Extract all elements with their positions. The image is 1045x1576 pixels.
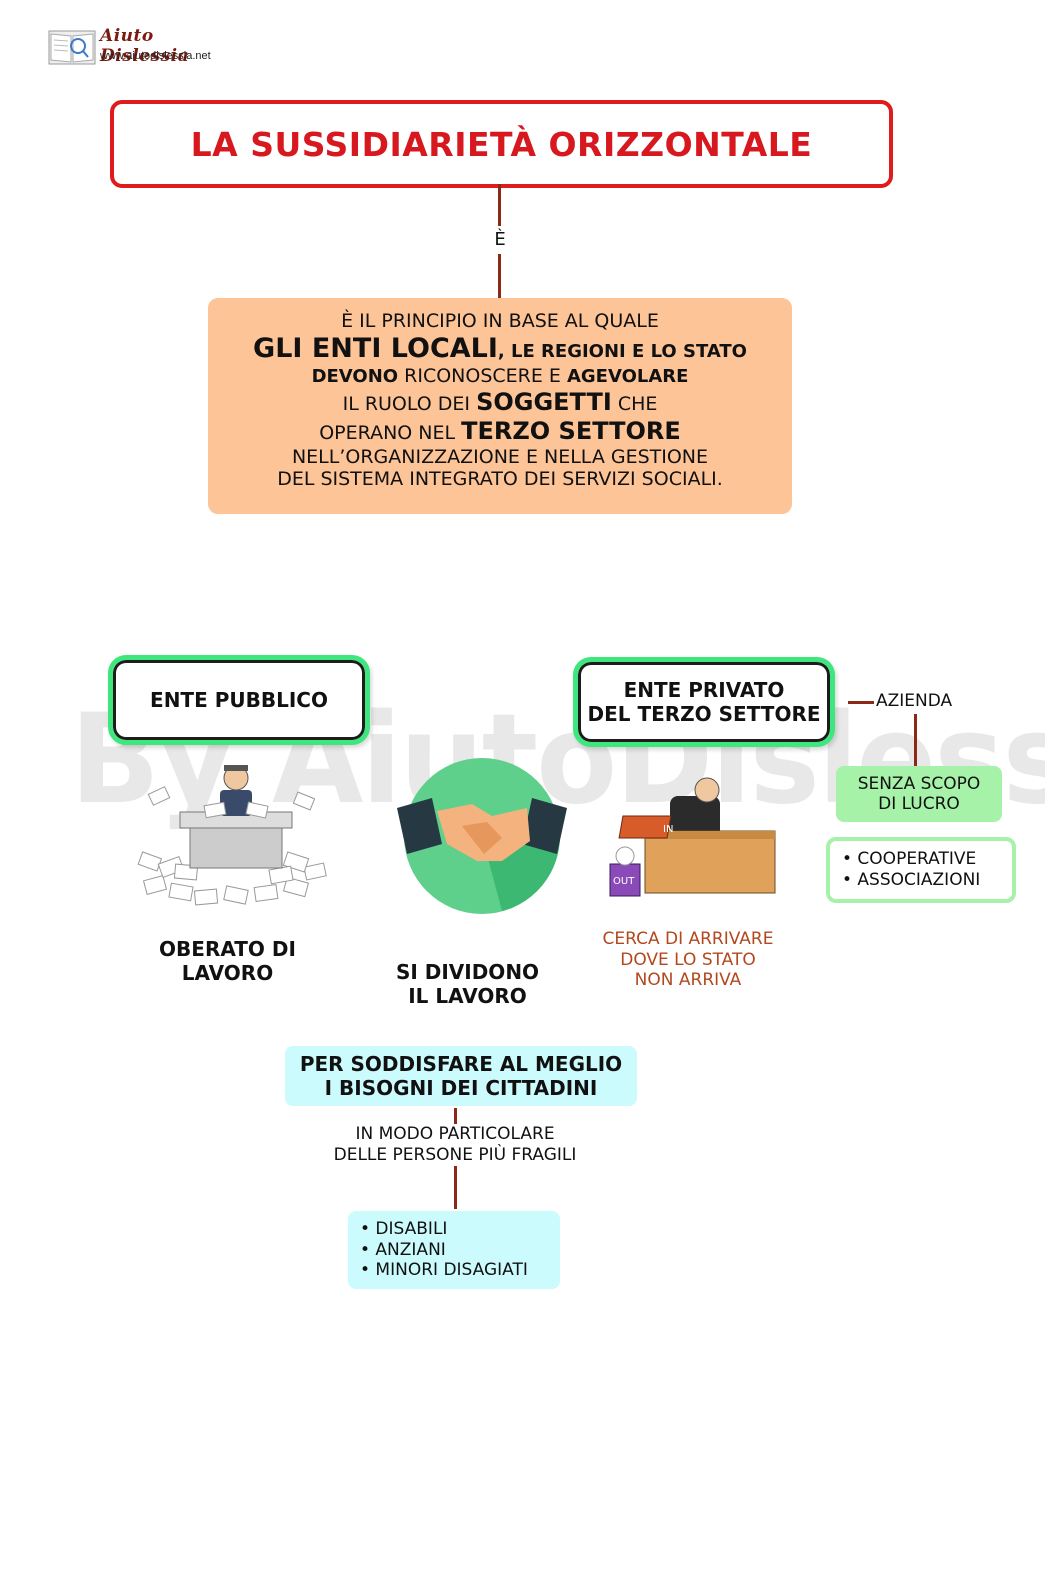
definition-text: IL RUOLO DEI bbox=[342, 392, 477, 415]
caption-line: SI DIVIDONO bbox=[395, 960, 540, 984]
definition-line: DEVONO RICONOSCERE E AGEVOLARE bbox=[208, 365, 792, 388]
ente-pubblico-caption: OBERATO DI LAVORO bbox=[140, 937, 315, 985]
definition-line: OPERANO NEL TERZO SETTORE bbox=[208, 417, 792, 446]
out-tray-label: OUT bbox=[613, 876, 635, 887]
relaxed-manager-illustration: IN OUT bbox=[609, 777, 776, 897]
connector-line bbox=[848, 701, 874, 704]
share-work-caption: SI DIVIDONO IL LAVORO bbox=[375, 960, 560, 1008]
definition-emphasis: GLI ENTI LOCALI bbox=[253, 332, 498, 364]
list-item: • DISABILI bbox=[360, 1218, 448, 1239]
definition-line: IL RUOLO DEI SOGGETTI CHE bbox=[208, 388, 792, 417]
caption-line: IL LAVORO bbox=[408, 984, 527, 1008]
site-url: www.aiutodislessia.net bbox=[100, 50, 211, 62]
definition-text: OPERANO NEL bbox=[319, 421, 462, 444]
handshake-icon bbox=[397, 758, 567, 914]
page-title: LA SUSSIDIARIETÀ ORIZZONTALE bbox=[190, 124, 813, 164]
caption-line: OBERATO DI bbox=[159, 937, 296, 961]
caption-line: DOVE LO STATO bbox=[620, 949, 756, 970]
ente-pubblico-label: ENTE PUBBLICO bbox=[150, 688, 328, 712]
connector-line bbox=[498, 254, 501, 298]
list-item: • ASSOCIAZIONI bbox=[842, 870, 981, 890]
non-profit-text: SENZA SCOPO bbox=[857, 773, 981, 794]
connector-line bbox=[454, 1108, 457, 1124]
ente-privato-label: ENTE PRIVATO bbox=[623, 678, 785, 702]
site-logo[interactable]: Aiuto Dislessia www.aiutodislessia.net bbox=[48, 26, 233, 68]
definition-text: RICONOSCERE E bbox=[398, 365, 567, 388]
connector-label: È bbox=[494, 229, 506, 250]
note-line: IN MODO PARTICOLARE bbox=[355, 1124, 555, 1144]
caption-line: NON ARRIVA bbox=[634, 970, 742, 991]
connector-line bbox=[914, 714, 917, 766]
connector-line bbox=[454, 1166, 457, 1209]
open-book-icon bbox=[48, 30, 96, 65]
ente-privato-box: ENTE PRIVATO DEL TERZO SETTORE bbox=[573, 657, 835, 747]
caption-line: CERCA DI ARRIVARE bbox=[602, 929, 774, 949]
note-line: DELLE PERSONE PIÙ FRAGILI bbox=[333, 1144, 577, 1165]
fragile-people-note: IN MODO PARTICOLARE DELLE PERSONE PIÙ FR… bbox=[300, 1124, 610, 1165]
definition-emphasis: , LE REGIONI E LO STATO bbox=[497, 340, 747, 362]
definition-line: È IL PRINCIPIO IN BASE AL QUALE bbox=[341, 310, 659, 332]
busy-clerk-illustration bbox=[137, 765, 327, 906]
definition-emphasis: SOGGETTI bbox=[476, 387, 612, 416]
definition-line: GLI ENTI LOCALI, LE REGIONI E LO STATO bbox=[208, 333, 792, 365]
azienda-label: AZIENDA bbox=[876, 691, 953, 711]
definition-line: DEL SISTEMA INTEGRATO DEI SERVIZI SOCIAL… bbox=[277, 468, 723, 491]
caption-line: LAVORO bbox=[181, 961, 274, 985]
definition-text: CHE bbox=[611, 392, 658, 415]
citizen-needs-box: PER SODDISFARE AL MEGLIO I BISOGNI DEI C… bbox=[285, 1046, 637, 1106]
needs-text: PER SODDISFARE AL MEGLIO bbox=[299, 1052, 623, 1076]
list-item: • MINORI DISAGIATI bbox=[360, 1260, 528, 1281]
list-item: • COOPERATIVE bbox=[842, 848, 977, 869]
ente-pubblico-box: ENTE PUBBLICO bbox=[108, 655, 370, 745]
definition-box: È IL PRINCIPIO IN BASE AL QUALE GLI ENTI… bbox=[208, 298, 792, 514]
non-profit-box: SENZA SCOPO DI LUCRO bbox=[836, 766, 1002, 822]
definition-emphasis: AGEVOLARE bbox=[566, 366, 689, 388]
ente-privato-label: DEL TERZO SETTORE bbox=[587, 702, 821, 726]
ente-privato-caption: CERCA DI ARRIVARE DOVE LO STATO NON ARRI… bbox=[590, 929, 786, 991]
fragile-categories-list: • DISABILI • ANZIANI • MINORI DISAGIATI bbox=[348, 1211, 560, 1289]
needs-text: I BISOGNI DEI CITTADINI bbox=[324, 1076, 598, 1100]
organization-list: • COOPERATIVE • ASSOCIAZIONI bbox=[826, 837, 1016, 903]
definition-emphasis: DEVONO bbox=[311, 366, 399, 388]
non-profit-text: DI LUCRO bbox=[878, 794, 960, 814]
in-tray-label: IN bbox=[663, 824, 673, 835]
title-box: LA SUSSIDIARIETÀ ORIZZONTALE bbox=[110, 100, 893, 188]
definition-line: NELL’ORGANIZZAZIONE E NELLA GESTIONE bbox=[291, 445, 709, 468]
connector-line bbox=[498, 184, 501, 226]
list-item: • ANZIANI bbox=[360, 1239, 446, 1260]
definition-emphasis: TERZO SETTORE bbox=[461, 416, 681, 445]
brand-name: Aiuto Dislessia bbox=[100, 26, 190, 66]
